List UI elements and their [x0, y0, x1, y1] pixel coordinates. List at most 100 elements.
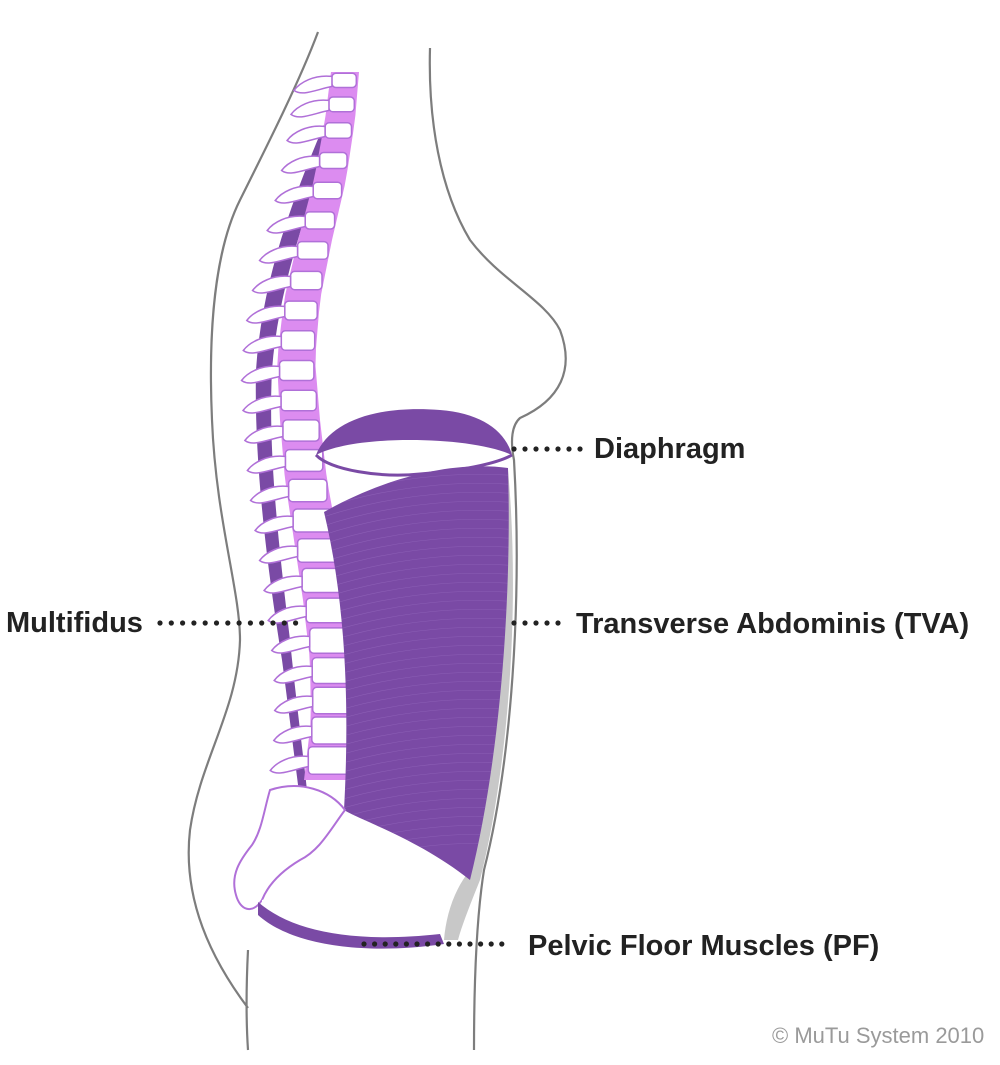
leader-dot-pelvic-floor [372, 941, 378, 947]
vertebra [246, 448, 324, 474]
muscle-fiber [324, 572, 509, 600]
muscle-fiber [324, 500, 509, 528]
transverse-abdominis-muscle [324, 466, 509, 880]
vertebra [249, 478, 328, 504]
vertebra-body [296, 240, 329, 261]
leader-dot-tva [511, 620, 517, 626]
vertebra [270, 627, 354, 654]
muscle-fiber [324, 536, 509, 564]
vertebra-body [328, 96, 356, 113]
leader-dot-pelvic-floor [456, 941, 462, 947]
vertebra [286, 122, 353, 144]
vertebra [263, 567, 345, 594]
leader-dot-pelvic-floor [414, 941, 420, 947]
spinous-process [263, 575, 303, 594]
leader-dot-diaphragm [566, 446, 572, 452]
muscle-fiber [324, 590, 509, 618]
muscle-fiber [324, 545, 509, 573]
vertebra [240, 359, 315, 384]
front-outline [428, 47, 567, 1051]
leader-dot-multifidus [270, 620, 276, 626]
spinous-process [243, 425, 284, 444]
leader-dot-tva [533, 620, 539, 626]
spinous-process [245, 305, 286, 324]
vertebra-body [331, 72, 358, 89]
muscle-fiber [324, 518, 509, 546]
leader-dot-pelvic-floor [382, 941, 388, 947]
spinous-process [267, 605, 307, 624]
label-multifidus: Multifidus [6, 607, 143, 639]
vertebra [242, 330, 316, 354]
leader-dot-tva [544, 620, 550, 626]
vertebra [269, 745, 357, 776]
spinous-process [249, 485, 290, 504]
vertebra-body [318, 151, 348, 170]
spinous-process [286, 125, 326, 144]
spinous-process [289, 99, 330, 118]
spinous-process [274, 185, 314, 204]
vertebra [251, 270, 323, 294]
vertebra [292, 72, 358, 94]
leader-dot-diaphragm [511, 446, 517, 452]
vertebra-body [280, 389, 318, 412]
leader-dot-pelvic-floor [488, 941, 494, 947]
vertebra [289, 96, 356, 118]
vertebra [274, 181, 343, 204]
vertebra-body [280, 330, 316, 352]
leader-dot-multifidus [168, 620, 174, 626]
vertebra [254, 508, 334, 534]
muscle-fiber [324, 563, 509, 591]
leader-dot-diaphragm [577, 446, 583, 452]
spinous-process [258, 245, 299, 264]
sacrum-bone [233, 785, 347, 910]
muscle-fiber [324, 599, 509, 627]
leader-dot-multifidus [191, 620, 197, 626]
leader-dot-multifidus [202, 620, 208, 626]
leader-lines [157, 446, 583, 947]
spinous-process [254, 515, 294, 534]
leader-dot-diaphragm [544, 446, 550, 452]
leader-dot-multifidus [157, 620, 163, 626]
leader-dot-multifidus [180, 620, 186, 626]
vertebra-body [278, 359, 315, 382]
vertebra-body [287, 478, 328, 503]
muscle-fiber [324, 491, 509, 519]
vertebra-body [312, 181, 343, 200]
copyright-text: © MuTu System 2010 [772, 1023, 984, 1048]
vertebra-body [282, 419, 320, 442]
vertebra [267, 597, 350, 624]
leader-dot-pelvic-floor [361, 941, 367, 947]
leader-dot-pelvic-floor [393, 941, 399, 947]
vertebra [245, 300, 318, 324]
muscle-fiber [324, 581, 509, 609]
diaphragm-muscle [314, 409, 513, 477]
leader-dot-multifidus [213, 620, 220, 626]
leader-dot-multifidus [247, 620, 253, 626]
muscle-fiber [324, 527, 509, 555]
leader-dot-multifidus [225, 620, 231, 626]
spinous-process [246, 455, 287, 474]
pelvis-bone [262, 878, 453, 933]
leader-dot-diaphragm [522, 446, 528, 452]
vertebra-body [289, 270, 323, 291]
spinous-process [272, 725, 313, 744]
leader-dot-diaphragm [533, 446, 539, 452]
leader-dot-pelvic-floor [467, 941, 473, 947]
leader-dot-pelvic-floor [499, 941, 505, 947]
vertebra [243, 419, 320, 444]
spinous-process [292, 75, 333, 94]
leader-dot-tva [522, 620, 528, 626]
vertebra [280, 151, 348, 174]
leader-dot-multifidus [259, 620, 265, 626]
vertebra [258, 240, 329, 264]
spinous-process [270, 635, 311, 654]
label-tva: Transverse Abdominis (TVA) [576, 608, 969, 640]
vertebra [266, 211, 336, 234]
leader-dot-multifidus [236, 620, 242, 626]
spinous-process [280, 155, 321, 174]
leader-dot-pelvic-floor [425, 941, 431, 947]
leader-dot-multifidus [293, 620, 299, 626]
muscle-fiber [324, 554, 509, 582]
